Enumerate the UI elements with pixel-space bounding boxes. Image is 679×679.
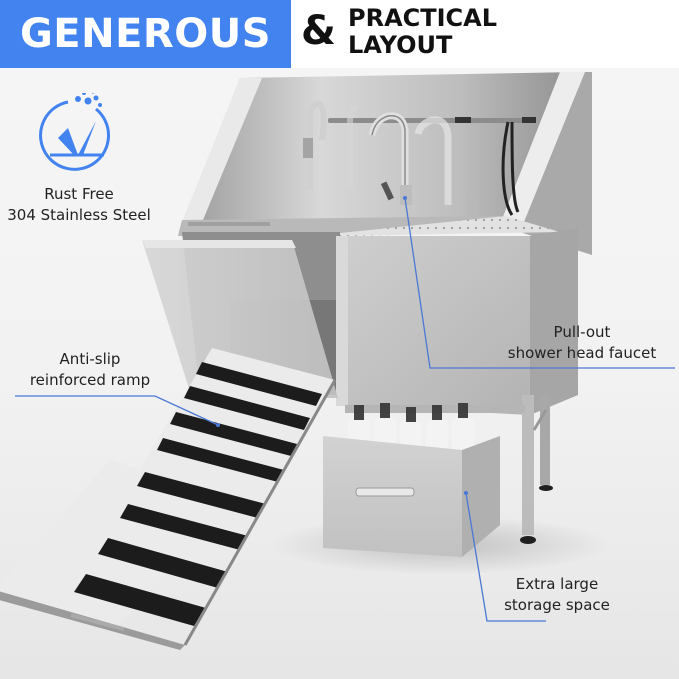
callout-rust-free: Rust Free 304 Stainless Steel [0,184,158,226]
headline-highlight: GENEROUS [19,11,272,57]
left-side-wall [178,78,262,232]
leg-front-right [522,395,534,535]
headline-ampersand: & [301,8,336,54]
callout-pull-out-faucet: Pull-out shower head faucet [487,322,677,364]
callout-line: Pull-out [553,323,611,341]
right-side-wall [497,72,585,232]
callout-line: shower head faucet [507,344,657,362]
headline-right: PRACTICAL LAYOUT [348,5,497,59]
header-banner: GENEROUS & PRACTICAL LAYOUT [0,0,679,68]
drawer-handle [355,487,415,497]
callout-line: storage space [504,596,610,614]
callout-line: Extra large [515,575,599,593]
callout-line: 304 Stainless Steel [7,206,151,224]
headline-line2: LAYOUT [348,31,453,59]
leveling-foot [520,536,536,544]
callout-line: Anti-slip [59,350,121,368]
anti-slip-ramp [0,348,337,650]
headline-line1: PRACTICAL [348,4,498,32]
callout-anti-slip-ramp: Anti-slip reinforced ramp [10,349,170,391]
tub-door [142,240,338,398]
callout-line: Rust Free [44,185,114,203]
highlight-box: GENEROUS [0,0,291,68]
faucet-ghost-left [307,100,327,190]
rust-free-check-icon [39,93,111,171]
shampoo-bottles [348,403,474,452]
backsplash [180,72,580,232]
callout-line: reinforced ramp [29,371,151,389]
leg-back-right [540,395,550,485]
callout-storage-space: Extra large storage space [492,574,622,616]
